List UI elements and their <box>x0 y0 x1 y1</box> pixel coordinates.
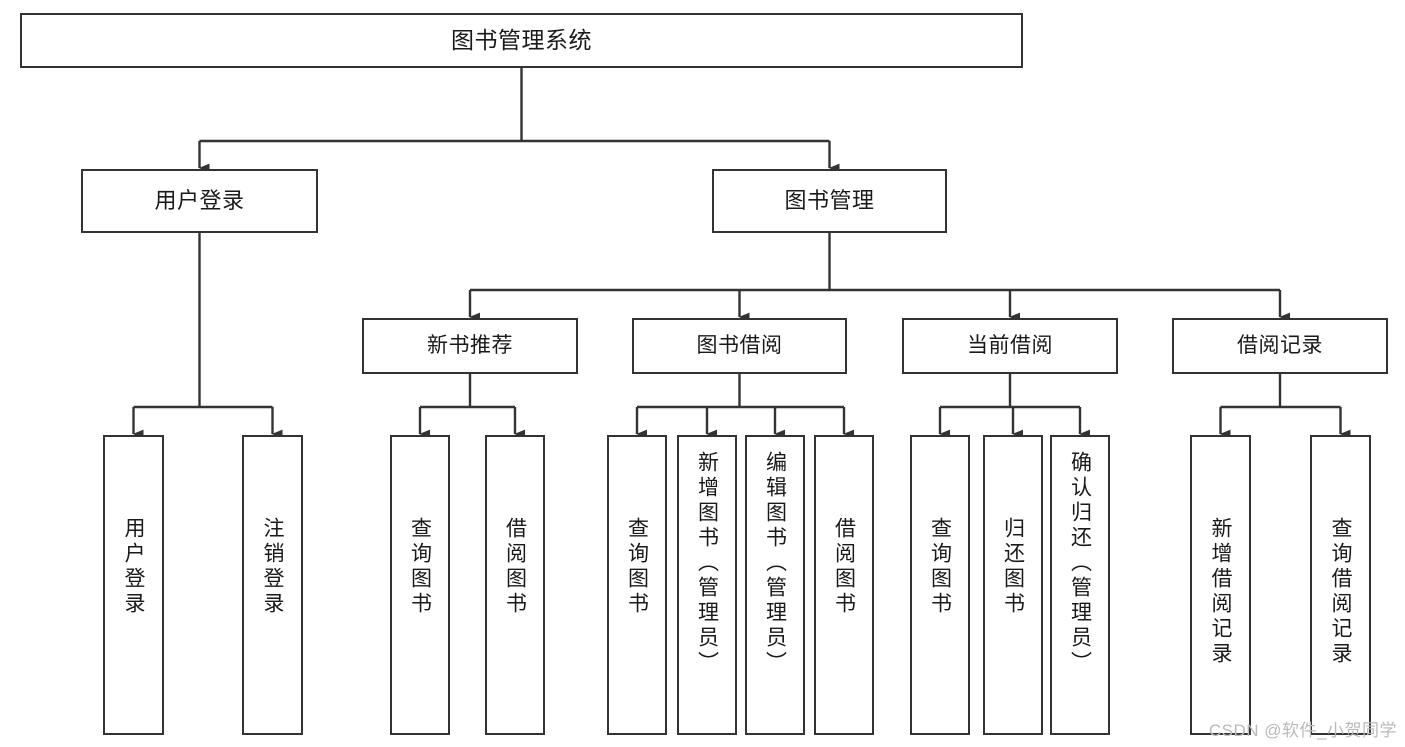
node-label: 新增借阅记录 <box>1209 517 1232 667</box>
node-leaf-edit-book-admin[interactable]: 编辑图书（管理员） <box>745 435 805 735</box>
node-leaf-query-books-current[interactable]: 查询图书 <box>910 435 970 735</box>
node-label: 用户登录 <box>154 188 245 214</box>
node-leaf-borrow-books[interactable]: 借阅图书 <box>814 435 874 735</box>
node-leaf-add-borrow-record[interactable]: 新增借阅记录 <box>1190 435 1251 735</box>
node-book-management[interactable]: 图书管理 <box>712 169 947 233</box>
node-leaf-query-books-recommend[interactable]: 查询图书 <box>390 435 450 735</box>
node-current-borrowing[interactable]: 当前借阅 <box>902 318 1118 374</box>
node-label: 查询图书 <box>625 517 649 617</box>
node-leaf-query-books-borrow[interactable]: 查询图书 <box>607 435 667 735</box>
node-new-book-recommendation[interactable]: 新书推荐 <box>362 318 578 374</box>
node-leaf-borrow-books-recommend[interactable]: 借阅图书 <box>485 435 545 735</box>
node-label: 图书管理系统 <box>451 26 592 53</box>
node-label: 借阅记录 <box>1237 333 1323 357</box>
node-leaf-return-books[interactable]: 归还图书 <box>983 435 1043 735</box>
node-label: 归还图书 <box>1001 517 1025 617</box>
node-label: 确认归还（管理员） <box>1068 451 1092 676</box>
node-leaf-add-book-admin[interactable]: 新增图书（管理员） <box>677 435 737 735</box>
node-label: 查询图书 <box>928 517 952 617</box>
node-borrowing-records[interactable]: 借阅记录 <box>1172 318 1388 374</box>
node-root[interactable]: 图书管理系统 <box>20 13 1023 68</box>
node-label: 注销登录 <box>261 517 284 617</box>
node-label: 编辑图书（管理员） <box>763 451 787 676</box>
node-leaf-logout[interactable]: 注销登录 <box>242 435 303 735</box>
node-label: 查询借阅记录 <box>1329 517 1352 667</box>
node-leaf-user-login[interactable]: 用户登录 <box>103 435 164 735</box>
node-label: 借阅图书 <box>503 517 527 617</box>
node-label: 新增图书（管理员） <box>695 451 719 676</box>
node-leaf-confirm-return-admin[interactable]: 确认归还（管理员） <box>1050 435 1110 735</box>
node-label: 图书管理 <box>784 188 875 214</box>
node-label: 当前借阅 <box>967 333 1053 357</box>
node-book-borrowing[interactable]: 图书借阅 <box>632 318 847 374</box>
node-label: 借阅图书 <box>832 517 856 617</box>
node-label: 查询图书 <box>408 517 432 617</box>
node-label: 图书借阅 <box>696 333 783 357</box>
node-leaf-query-borrow-record[interactable]: 查询借阅记录 <box>1310 435 1371 735</box>
node-user-login[interactable]: 用户登录 <box>81 169 318 233</box>
node-label: 用户登录 <box>122 517 145 617</box>
node-label: 新书推荐 <box>427 333 513 357</box>
watermark: CSDN @软件_小贺同学 <box>1208 721 1397 740</box>
